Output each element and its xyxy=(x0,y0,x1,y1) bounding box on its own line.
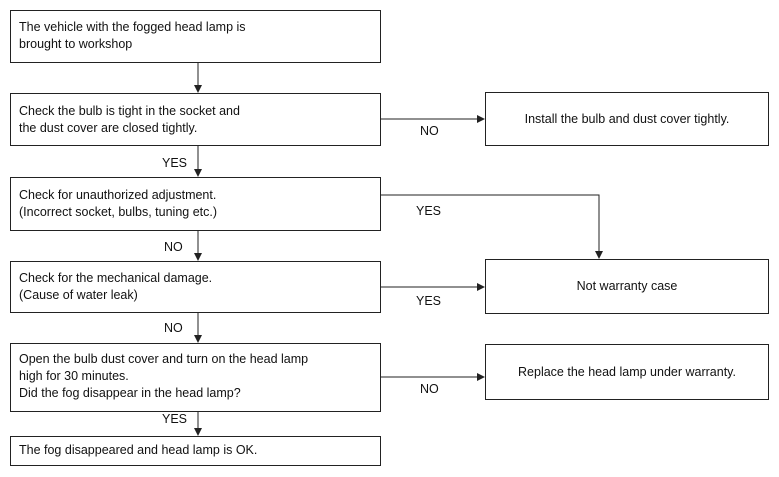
label-yes-bulb: YES xyxy=(162,156,188,170)
arrow-adjust-to-not-warranty xyxy=(380,194,603,259)
step-check-damage: Check for the mechanical damage. (Cause … xyxy=(10,261,381,313)
step-check-adjustment: Check for unauthorized adjustment. (Inco… xyxy=(10,177,381,231)
label-no-damage: NO xyxy=(164,321,183,335)
label-no-open: NO xyxy=(420,382,439,396)
step-check-bulb: Check the bulb is tight in the socket an… xyxy=(10,93,381,146)
label-yes-damage: YES xyxy=(416,294,442,308)
outcome-replace: Replace the head lamp under warranty. xyxy=(485,344,769,400)
step-start: The vehicle with the fogged head lamp is… xyxy=(10,10,381,63)
label-yes-adjust: YES xyxy=(416,204,442,218)
label-yes-open: YES xyxy=(162,412,188,426)
outcome-not-warranty: Not warranty case xyxy=(485,259,769,314)
label-no-adjust: NO xyxy=(164,240,183,254)
step-ok: The fog disappeared and head lamp is OK. xyxy=(10,436,381,466)
outcome-install: Install the bulb and dust cover tightly. xyxy=(485,92,769,146)
step-open-cover: Open the bulb dust cover and turn on the… xyxy=(10,343,381,412)
label-no-bulb: NO xyxy=(420,124,439,138)
